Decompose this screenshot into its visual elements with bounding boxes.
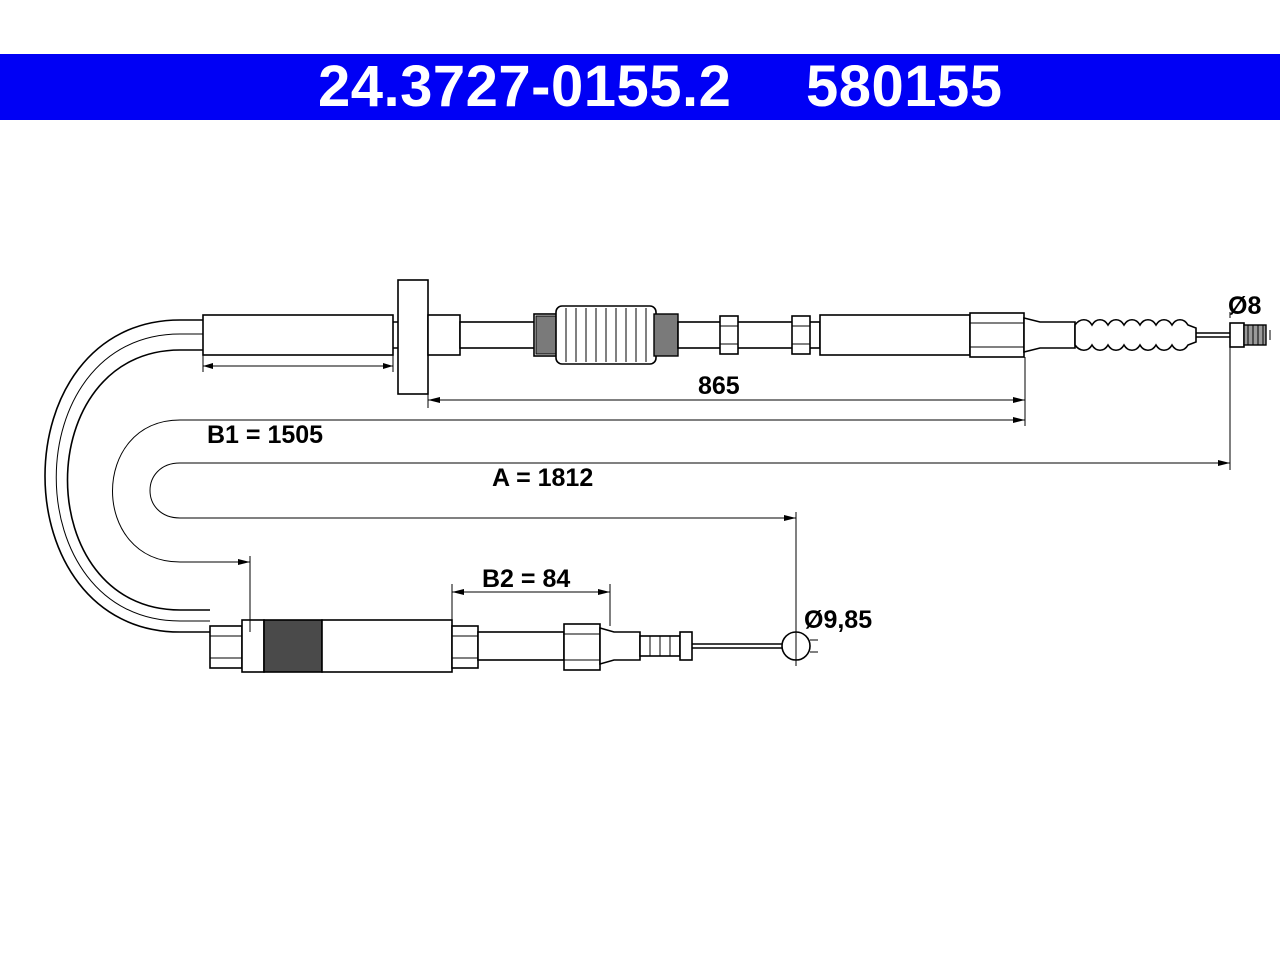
grommet	[263, 619, 323, 673]
dim-865-label: 865	[698, 372, 740, 400]
part-number: 24.3727-0155.2	[318, 54, 732, 119]
hex-fitting-bottom-3	[563, 623, 601, 671]
hex-fitting-bottom-1	[209, 625, 243, 669]
dim-b2-label: B2 = 84	[482, 565, 570, 593]
dim-diameter-bottom-label: Ø9,85	[804, 606, 872, 634]
end-nipple-top	[1229, 322, 1245, 348]
bottom-sleeve	[321, 619, 453, 673]
top-sleeve-2	[819, 314, 971, 356]
dimension-lines	[112, 312, 1271, 666]
reference-number: 580155	[806, 54, 1003, 119]
bottom-cable-assembly	[209, 619, 811, 673]
dim-b1-label: B1 = 1505	[207, 421, 323, 449]
bellows-boot	[533, 305, 679, 365]
dim-diameter-top-label: Ø8	[1228, 292, 1261, 320]
dim-a-label: A = 1812	[492, 464, 593, 492]
header-banner: 24.3727-0155.2 580155	[0, 54, 1280, 120]
hex-fitting-top	[969, 312, 1025, 358]
cable-sheath-bend	[44, 319, 210, 633]
nut-2	[791, 315, 811, 355]
flange-collar	[427, 314, 461, 356]
hex-fitting-bottom-2	[451, 625, 479, 669]
top-sleeve	[202, 314, 394, 356]
ribbed-end	[1074, 318, 1197, 352]
nut-1	[719, 315, 739, 355]
top-cable-assembly	[202, 279, 1267, 395]
flange	[397, 279, 429, 395]
